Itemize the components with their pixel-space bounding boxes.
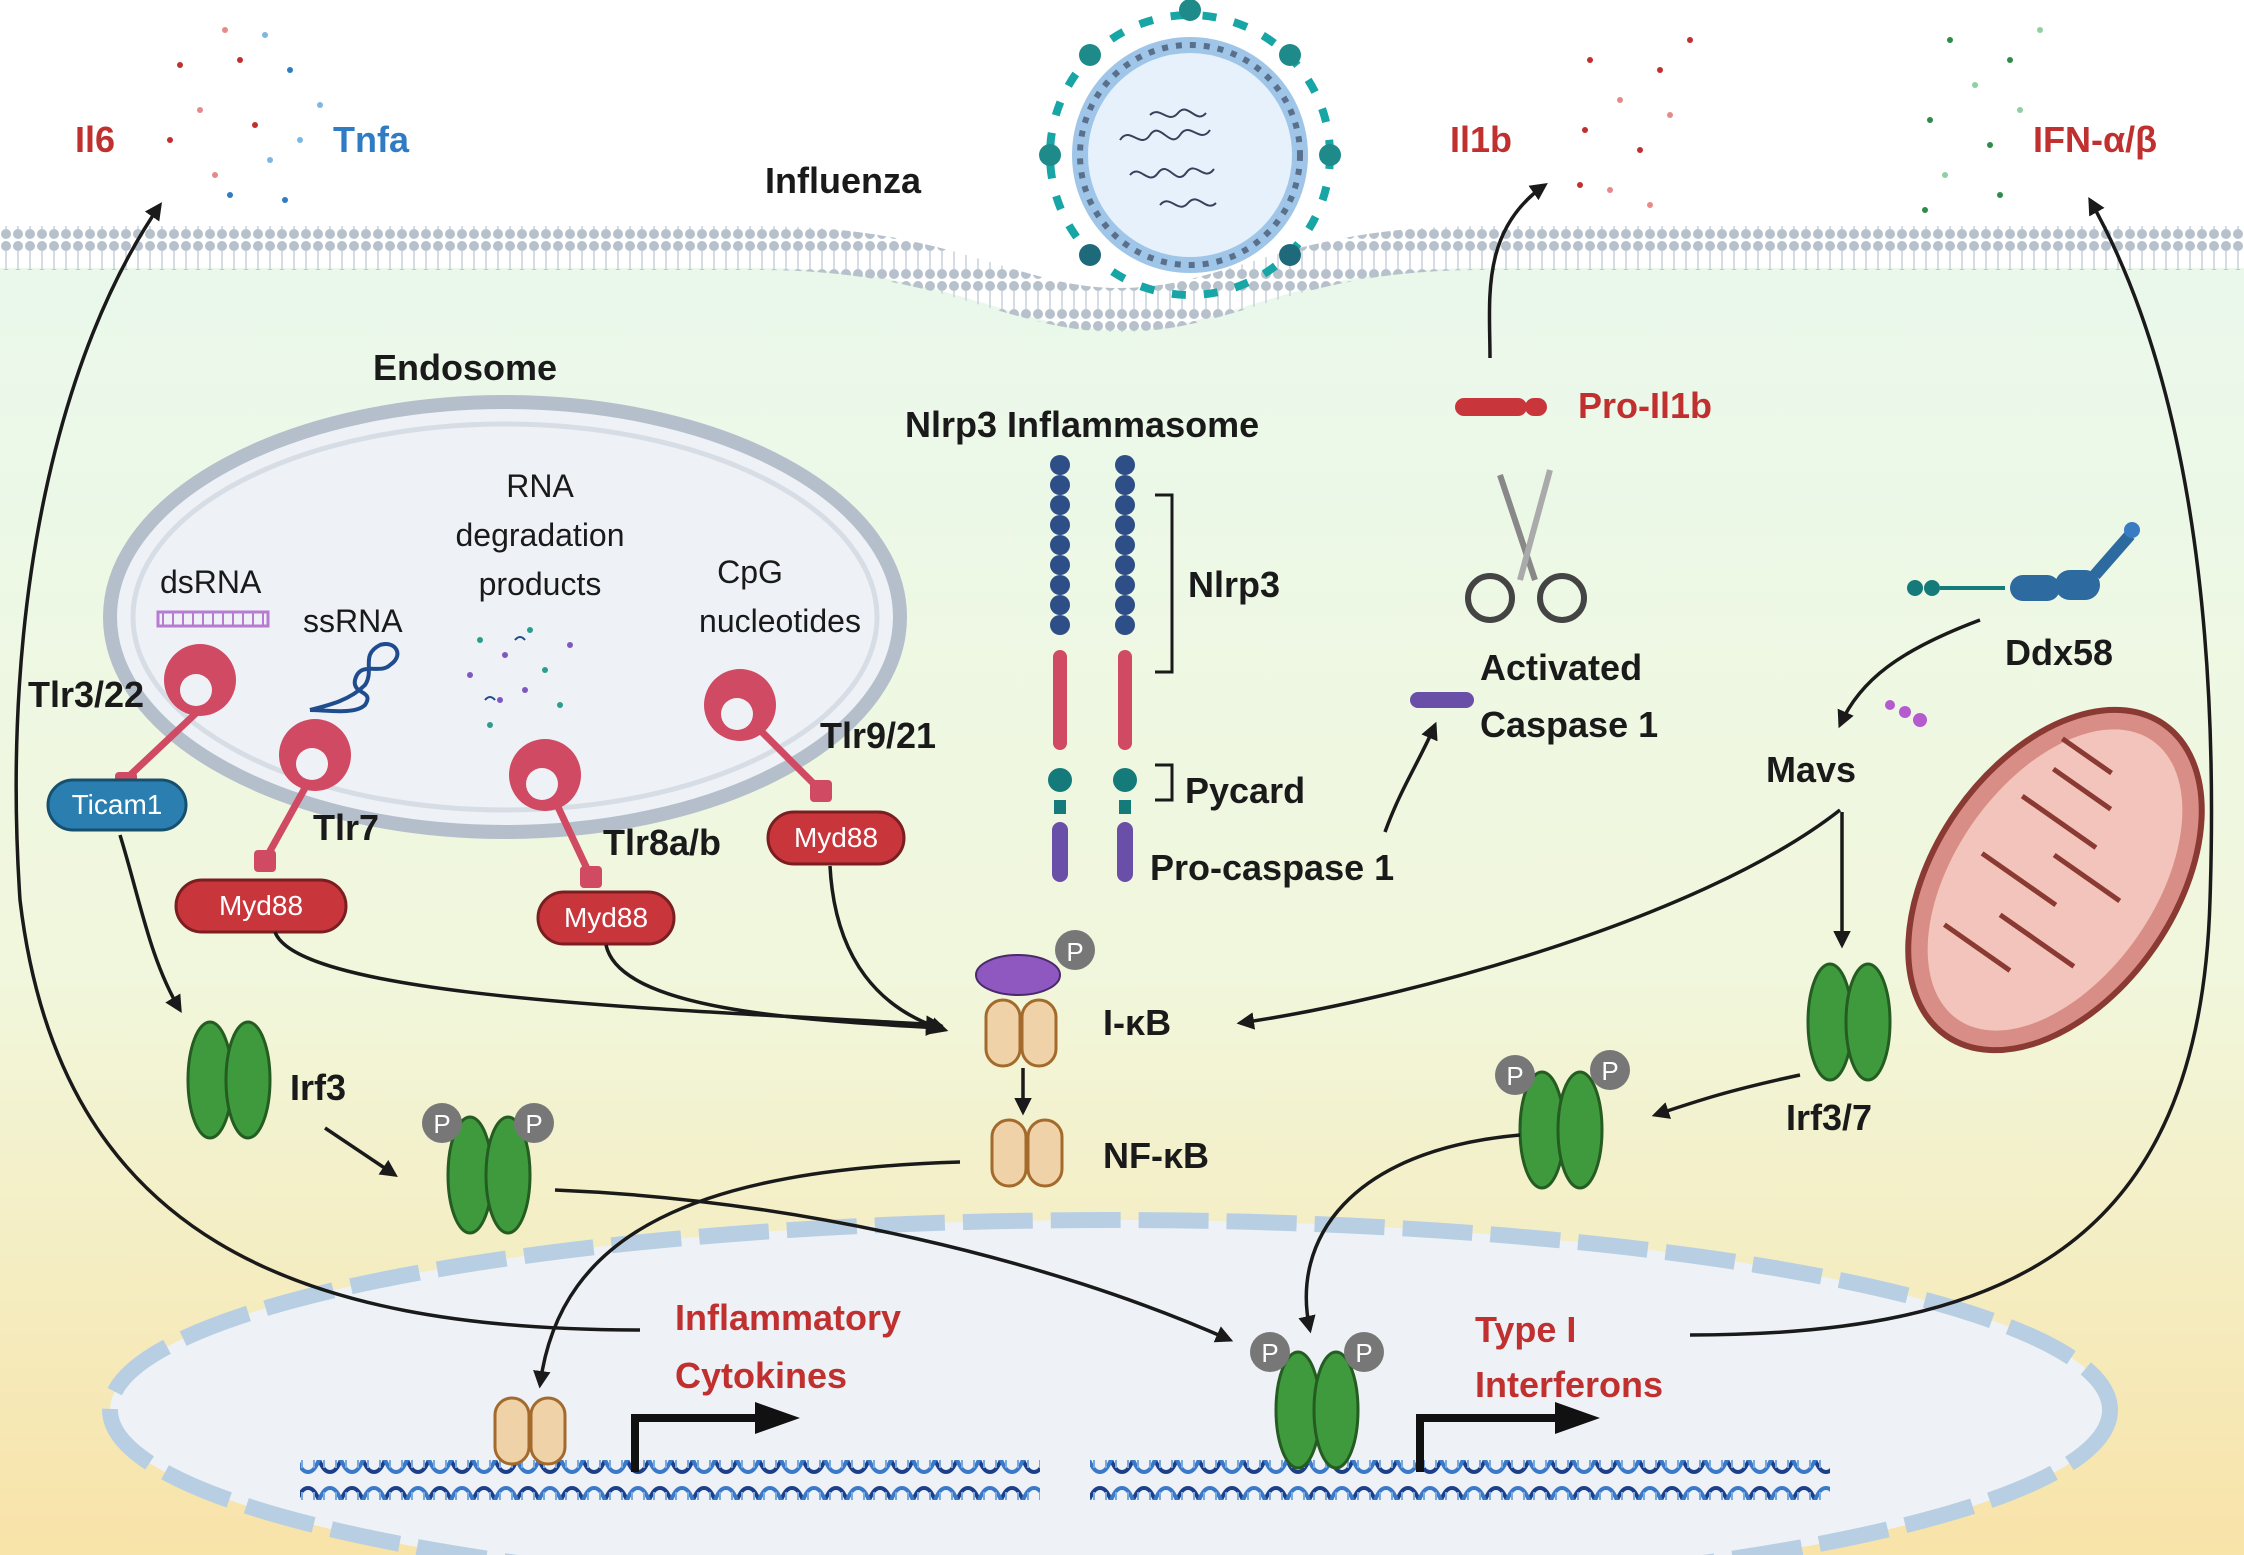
arrow-myd88-tlr8 [604, 944, 944, 1036]
myd88-label: Myd88 [794, 822, 878, 853]
influenza-virus [1039, 0, 1341, 299]
il1b-label: Il1b [1450, 119, 1512, 160]
nfkb-dimer-nucleus [493, 1396, 567, 1466]
nfkb-dimer [990, 1118, 1064, 1188]
tlr8-receptor [509, 739, 602, 888]
tlr3-receptor [115, 644, 236, 794]
ssrna-label: ssRNA [303, 603, 403, 639]
cpg-label-line2: nucleotides [699, 603, 861, 639]
phospho-label: P [1506, 1061, 1523, 1091]
myd88-pill-tlr9: Myd88 [766, 810, 906, 866]
phospho-label: P [1066, 937, 1083, 967]
arrows [14, 183, 2214, 1389]
pycard-label: Pycard [1185, 770, 1305, 811]
phospho-label: P [1261, 1338, 1278, 1368]
arrow-ddx58-mavs [1837, 618, 1981, 729]
phospho-label: P [433, 1109, 450, 1139]
arrow-irf3-phospho [324, 1126, 398, 1177]
plasma-membrane [0, 226, 2244, 333]
endosome-label: Endosome [373, 347, 557, 388]
rna-degradation-icon [467, 627, 573, 728]
mitochondrion-icon [1885, 700, 2205, 1054]
dsrna-icon [156, 610, 270, 628]
type1-interferons-label-line2: Interferons [1475, 1364, 1663, 1405]
arrow-ticam1-irf3 [118, 834, 182, 1014]
ticam1-pill: Ticam1 [46, 778, 188, 832]
ticam1-label: Ticam1 [72, 789, 163, 820]
irf37-dimer [1806, 962, 1892, 1082]
activated-caspase-label-line2: Caspase 1 [1480, 704, 1658, 745]
ddx58-icon [1907, 522, 2140, 601]
rna-degradation-label-line1: RNA [506, 468, 574, 504]
ikb-label: I-κB [1103, 1002, 1171, 1043]
il6-tnfa-dots [167, 27, 323, 203]
myd88-pill-tlr7: Myd88 [174, 878, 348, 934]
il6-label: Il6 [75, 119, 115, 160]
dna-strand-right [1090, 1460, 1830, 1500]
nlrp3-inflammasome [1048, 455, 1174, 882]
dsrna-label: dsRNA [160, 564, 262, 600]
ddx58-label: Ddx58 [2005, 632, 2113, 673]
arrow-irf37-phospho [1651, 1073, 1801, 1119]
arrow-mavs-ikb [1236, 808, 1842, 1030]
il1b-dots [1577, 37, 1693, 208]
scissors-icon [1465, 469, 1587, 623]
cpg-label-line1: CpG [717, 554, 783, 590]
irf37-label: Irf3/7 [1786, 1097, 1872, 1138]
pro-caspase-label: Pro-caspase 1 [1150, 847, 1394, 888]
mavs-label: Mavs [1766, 749, 1856, 790]
inflammatory-cytokines-label-line1: Inflammatory [675, 1297, 901, 1338]
ifn-label: IFN-α/β [2033, 119, 2157, 160]
arrow-nfkb-nucleus [533, 1160, 961, 1389]
tlr7-receptor [254, 719, 351, 872]
myd88-label: Myd88 [219, 890, 303, 921]
tnfa-label: Tnfa [333, 119, 410, 160]
arrow-irf3-nucleus [554, 1188, 1234, 1343]
ifn-dots [1922, 27, 2043, 213]
myd88-label: Myd88 [564, 902, 648, 933]
arrow-myd88-tlr9 [828, 865, 949, 1035]
myd88-pill-tlr8: Myd88 [536, 890, 676, 946]
irf37-phospho-dimer: P P [1495, 1050, 1630, 1190]
phospho-label: P [1601, 1056, 1618, 1086]
arrow-to-il1b [1487, 183, 1548, 359]
irf3-dimer [186, 1020, 272, 1140]
rna-degradation-label-line2: degradation [455, 517, 624, 553]
influenza-label: Influenza [765, 160, 922, 201]
arrow-to-caspase [1383, 721, 1438, 833]
dna-strand-left [300, 1460, 1040, 1500]
tlr8-label: Tlr8a/b [603, 822, 721, 863]
nlrp3-inflammasome-label: Nlrp3 Inflammasome [905, 404, 1259, 445]
tlr7-label: Tlr7 [313, 807, 379, 848]
promoter-arrow-left [631, 1402, 800, 1472]
nlrp3-label: Nlrp3 [1188, 564, 1280, 605]
tlr9-label: Tlr9/21 [820, 715, 936, 756]
type1-interferons-label-line1: Type I [1475, 1309, 1576, 1350]
arrow-to-il6 [14, 202, 641, 1332]
arrow-to-ifn [1689, 196, 2214, 1337]
pro-il1b-icon [1455, 398, 1547, 416]
phospho-label: P [1355, 1338, 1372, 1368]
ikb-complex: P [975, 930, 1095, 1068]
ssrna-icon [309, 642, 400, 714]
activated-caspase-label-line1: Activated [1480, 647, 1642, 688]
nfkb-label: NF-κB [1103, 1135, 1209, 1176]
activated-caspase-icon [1410, 692, 1474, 708]
inflammatory-cytokines-label-line2: Cytokines [675, 1355, 847, 1396]
arrow-myd88-tlr7 [273, 931, 944, 1033]
tlr3-label: Tlr3/22 [28, 674, 144, 715]
phospho-label: P [525, 1109, 542, 1139]
irf-phospho-dimer-nucleus: P P [1250, 1332, 1384, 1470]
irf3-phospho-dimer: P P [422, 1103, 554, 1235]
nucleus [102, 1212, 2118, 1555]
promoter-arrow-right [1416, 1402, 1600, 1472]
pro-il1b-label: Pro-Il1b [1578, 385, 1712, 426]
tlr9-receptor [704, 669, 832, 802]
arrow-irf37-nucleus [1298, 1133, 1521, 1334]
rna-degradation-label-line3: products [479, 566, 602, 602]
irf3-label: Irf3 [290, 1067, 346, 1108]
